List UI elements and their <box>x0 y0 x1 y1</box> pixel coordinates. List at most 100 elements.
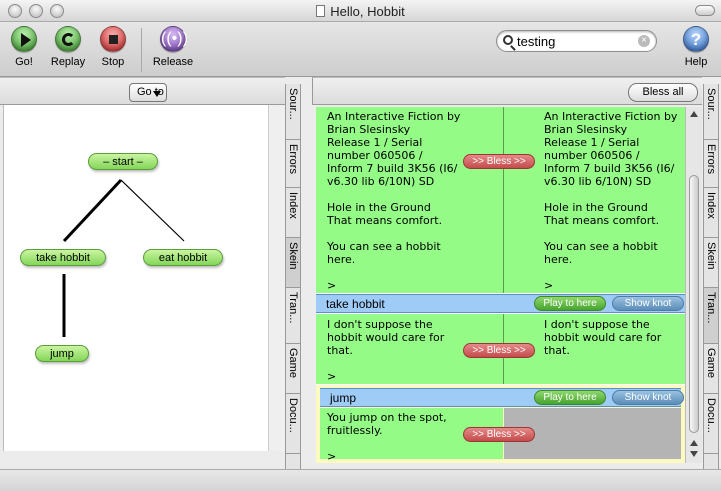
tab-errors-left[interactable]: Errors <box>286 140 300 188</box>
skein-header: Go to <box>0 77 285 105</box>
tab-label: Docu... <box>287 398 299 433</box>
scroll-up-icon[interactable] <box>690 111 698 117</box>
knot-jump-label: jump <box>50 348 74 360</box>
knot-eat-hobbit[interactable]: eat hobbit <box>143 249 223 266</box>
play-icon <box>11 26 37 52</box>
replay-label: Replay <box>50 56 86 68</box>
knot-start[interactable]: – start – <box>88 153 158 170</box>
bless-button-1[interactable]: >> Bless >> <box>463 154 535 169</box>
broadcast-icon: ((•)) <box>160 26 188 52</box>
transcript-header: Bless all <box>312 77 702 105</box>
play-to-here-button[interactable]: Play to here <box>534 390 606 405</box>
tab-label: Index <box>287 192 299 219</box>
bless-label: >> Bless >> <box>472 156 526 167</box>
stop-button[interactable]: Stop <box>97 26 129 68</box>
tab-label: Errors <box>705 144 717 174</box>
tab-source-right[interactable]: Sour... <box>704 84 718 140</box>
release-label: Release <box>152 56 194 68</box>
tab-label: Index <box>705 192 717 219</box>
toolbar-separator <box>141 28 142 72</box>
tab-label: Game <box>287 348 299 378</box>
skein-scrollbar[interactable] <box>268 105 285 451</box>
column-divider <box>503 107 504 293</box>
tab-game-left[interactable]: Game <box>286 344 300 394</box>
tab-skein-left[interactable]: Skein <box>286 238 300 288</box>
tab-index-right[interactable]: Index <box>704 188 718 238</box>
tab-source-left[interactable]: Sour... <box>286 84 300 140</box>
bless-all-button[interactable]: Bless all <box>628 83 698 102</box>
tab-transcript-right[interactable]: Tran... <box>704 288 718 344</box>
zoom-window-button[interactable] <box>50 4 64 18</box>
show-label: Show knot <box>624 298 672 309</box>
chevron-down-icon <box>153 91 161 97</box>
command-text: jump <box>330 391 357 405</box>
help-button[interactable]: ? Help <box>680 26 712 68</box>
skein-links <box>62 178 185 337</box>
bless-button-3[interactable]: >> Bless >> <box>463 427 535 442</box>
transcript-text: I don't suppose the hobbit would care fo… <box>544 318 662 357</box>
search-field[interactable]: testing × <box>496 30 657 52</box>
play-to-here-button[interactable]: Play to here <box>534 296 606 311</box>
tab-label: Tran... <box>287 292 299 324</box>
knot-jump[interactable]: jump <box>35 345 89 362</box>
go-label: Go! <box>15 56 33 68</box>
skein-link-take <box>62 178 123 243</box>
knot-start-label: – start – <box>103 156 143 168</box>
stop-icon <box>100 26 126 52</box>
command-bar-take-hobbit: take hobbit Play to here Show knot <box>316 294 685 313</box>
scroll-up-icon[interactable] <box>690 440 698 446</box>
bless-label: >> Bless >> <box>472 429 526 440</box>
document-icon <box>316 5 326 17</box>
window-title: Hello, Hobbit <box>0 4 721 19</box>
knot-take-label: take hobbit <box>36 252 90 264</box>
show-knot-button[interactable]: Show knot <box>612 390 684 405</box>
knot-eat-label: eat hobbit <box>158 252 208 264</box>
minimize-window-button[interactable] <box>29 4 43 18</box>
transcript-pane: Bless all An Interactive Fiction by Bria… <box>312 77 702 469</box>
search-icon <box>503 35 513 45</box>
bless-button-2[interactable]: >> Bless >> <box>463 343 535 358</box>
show-knot-button[interactable]: Show knot <box>612 296 684 311</box>
knot-take-hobbit[interactable]: take hobbit <box>20 249 106 266</box>
clear-search-icon[interactable]: × <box>638 35 650 47</box>
transcript-text: An Interactive Fiction by Brian Slesinsk… <box>544 110 678 292</box>
title-bar: Hello, Hobbit <box>0 0 721 22</box>
tab-label: Tran... <box>705 292 717 324</box>
release-button[interactable]: ((•)) Release <box>150 26 196 68</box>
replay-button[interactable]: Replay <box>48 26 88 68</box>
skein-canvas[interactable]: – start – take hobbit eat hobbit jump <box>3 105 268 451</box>
right-tab-strip: Sour... Errors Index Skein Tran... Game … <box>703 84 719 469</box>
left-tab-strip: Sour... Errors Index Skein Tran... Game … <box>285 84 301 469</box>
scroll-thumb[interactable] <box>689 175 699 433</box>
tab-label: Skein <box>287 242 299 270</box>
tab-label: Game <box>705 348 717 378</box>
transcript-view[interactable]: An Interactive Fiction by Brian Slesinsk… <box>316 107 685 463</box>
search-input[interactable]: testing <box>517 34 556 49</box>
close-window-button[interactable] <box>8 4 22 18</box>
tab-transcript-left[interactable]: Tran... <box>286 288 300 344</box>
transcript-expected-1: An Interactive Fiction by Brian Slesinsk… <box>504 107 685 293</box>
tab-index-left[interactable]: Index <box>286 188 300 238</box>
play-label: Play to here <box>543 298 597 309</box>
help-label: Help <box>684 56 708 68</box>
tab-skein-right[interactable]: Skein <box>704 238 718 288</box>
replay-icon <box>55 26 81 52</box>
transcript-text: You jump on the spot, fruitlessly. > <box>327 411 447 463</box>
skein-link-eat <box>120 179 185 242</box>
go-button[interactable]: Go! <box>8 26 40 68</box>
scroll-down-icon[interactable] <box>690 451 698 457</box>
tab-documentation-right[interactable]: Docu... <box>704 394 718 454</box>
bless-label: >> Bless >> <box>472 345 526 356</box>
tab-label: Docu... <box>705 398 717 433</box>
show-label: Show knot <box>624 392 672 403</box>
toolbar-toggle-button[interactable] <box>695 5 715 16</box>
goto-popup-button[interactable]: Go to <box>129 83 167 102</box>
transcript-scrollbar[interactable] <box>685 107 702 463</box>
help-glyph: ? <box>690 30 702 49</box>
skein-pane: Go to – start – take hobbit eat hobbit j… <box>0 77 306 483</box>
tab-game-right[interactable]: Game <box>704 344 718 394</box>
tab-errors-right[interactable]: Errors <box>704 140 718 188</box>
transcript-text: An Interactive Fiction by Brian Slesinsk… <box>327 110 461 292</box>
tab-label: Sour... <box>705 88 717 120</box>
tab-documentation-left[interactable]: Docu... <box>286 394 300 454</box>
